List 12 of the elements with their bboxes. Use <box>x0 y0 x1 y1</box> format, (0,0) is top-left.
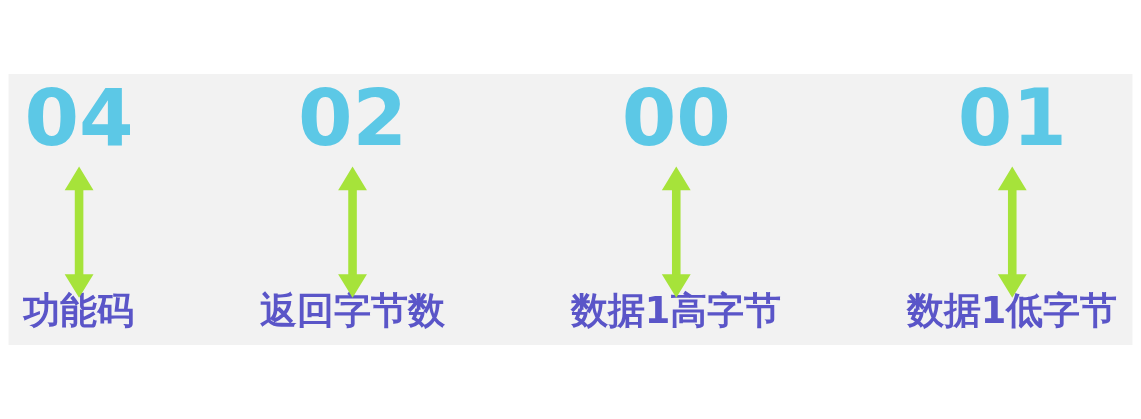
node-text: 功能码 <box>23 288 135 332</box>
node-text: 02 <box>297 72 408 165</box>
arrow <box>338 166 367 298</box>
node-text: 00 <box>621 72 731 165</box>
node-text: 数据1低字节 <box>906 288 1118 332</box>
arrow <box>661 166 691 298</box>
node-text: 04 <box>24 72 134 165</box>
node-text: 返回字节数 <box>259 288 445 332</box>
node-text: 01 <box>957 72 1067 165</box>
arrow <box>64 166 94 298</box>
node-text: 数据1高字节 <box>570 288 782 332</box>
arrow <box>997 166 1027 298</box>
